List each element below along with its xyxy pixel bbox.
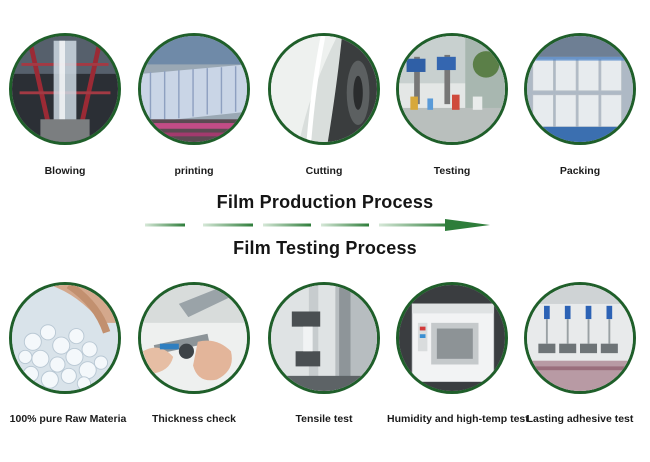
testing-process-title: Film Testing Process (233, 238, 417, 258)
step-label-packing: Packing (559, 165, 601, 177)
blowing-photo (9, 33, 121, 145)
step-label-cutting: Cutting (305, 165, 343, 177)
printing-photo (138, 33, 250, 145)
step-label-humidity-test: Humidity and high-temp test (387, 413, 529, 425)
thickness-check-photo (138, 282, 250, 394)
humidity-test-photo (396, 282, 508, 394)
step-label-printing: printing (174, 165, 214, 177)
step-label-adhesive-test: Lasting adhesive test (526, 413, 634, 425)
process-arrow (145, 219, 490, 231)
step-label-blowing: Blowing (44, 165, 86, 177)
step-label-tensile-test: Tensile test (295, 413, 353, 425)
step-label-testing: Testing (433, 165, 471, 177)
adhesive-test-photo (524, 282, 636, 394)
production-process-title: Film Production Process (216, 192, 434, 212)
step-label-thickness-check: Thickness check (151, 413, 237, 425)
raw-material-photo (9, 282, 121, 394)
packing-photo (524, 33, 636, 145)
tensile-test-photo (268, 282, 380, 394)
testing-photo (396, 33, 508, 145)
cutting-photo (268, 33, 380, 145)
step-label-raw-material: 100% pure Raw Materia (9, 413, 127, 425)
